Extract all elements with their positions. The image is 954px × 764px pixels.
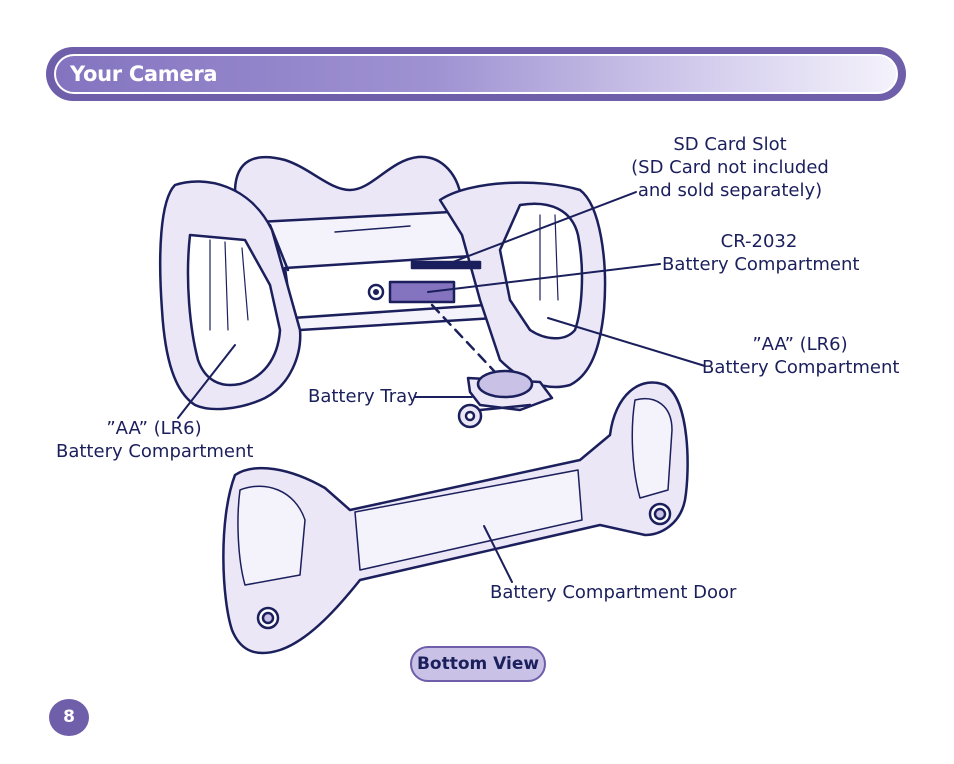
leader-cr2032 [427,263,661,293]
label-line: ”AA” (LR6) [106,418,202,439]
label-line: Battery Compartment [662,254,860,275]
label-line: ”AA” (LR6) [752,334,848,355]
page-number: 8 [49,699,89,736]
leader-sd-slot [444,191,637,266]
cr2032-compartment [388,280,456,304]
section-header-bar: Your Camera [46,47,906,101]
label-line: SD Card Slot [673,134,787,155]
label-line: and sold separately) [637,180,823,201]
label-aa-left: ”AA” (LR6) Battery Compartment [56,417,254,463]
label-line: (SD Card not included [631,157,829,178]
label-line: CR-2032 [720,231,798,252]
left-aa-cavity [186,233,282,387]
camera-top-hump [233,155,464,227]
label-battery-door: Battery Compartment Door [490,582,737,603]
leader-aa-right [547,317,706,367]
leader-aa-left [177,344,236,419]
label-line: Battery Compartment [702,357,900,378]
label-cr2032-compartment: CR-2032 Battery Compartment [662,230,860,276]
right-aa-cavity [498,202,584,340]
label-battery-tray: Battery Tray [308,386,418,407]
leader-door [483,525,513,583]
section-title: Your Camera [70,62,218,86]
label-line: Battery Compartment [56,441,254,462]
section-header-inner: Your Camera [54,54,898,94]
label-sd-card-slot: SD Card Slot (SD Card not included and s… [628,133,832,202]
bottom-view-badge: Bottom View [410,646,546,682]
label-aa-right: ”AA” (LR6) Battery Compartment [702,333,900,379]
